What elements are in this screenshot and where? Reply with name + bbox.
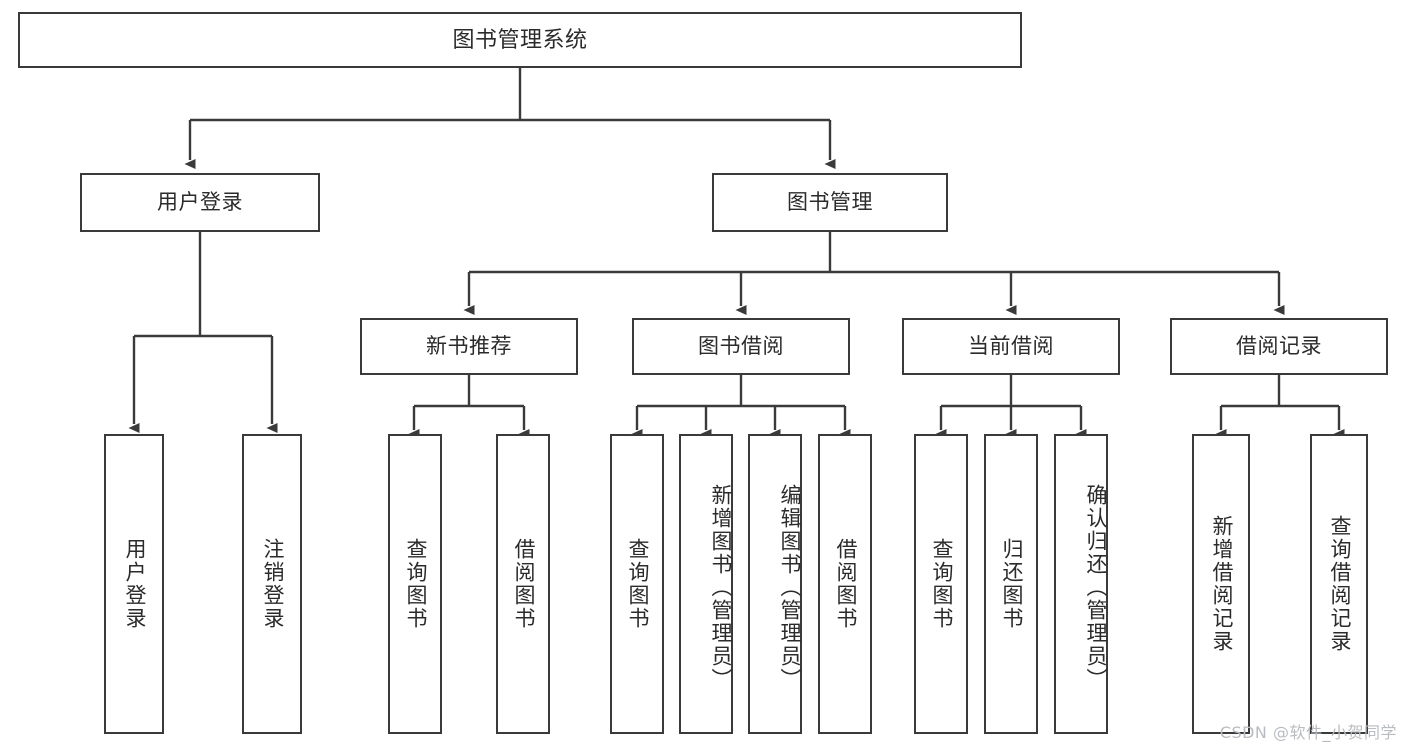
leaf-logout-login[interactable]: 注销登录 (242, 434, 302, 734)
leaf-borrow-book-borrow[interactable]: 借阅图书 (818, 434, 872, 734)
leaf-edit-book-admin[interactable]: 编辑图书（管理员） (748, 434, 802, 734)
leaf-add-borrow-record[interactable]: 新增借阅记录 (1192, 434, 1250, 734)
node-new-book-recommendation[interactable]: 新书推荐 (360, 318, 578, 375)
node-user-login[interactable]: 用户登录 (80, 173, 320, 232)
node-book-manage[interactable]: 图书管理 (712, 173, 948, 232)
leaf-query-borrow-record[interactable]: 查询借阅记录 (1310, 434, 1368, 734)
leaf-return-book[interactable]: 归还图书 (984, 434, 1038, 734)
leaf-query-book-current[interactable]: 查询图书 (914, 434, 968, 734)
leaf-query-book-borrow[interactable]: 查询图书 (610, 434, 664, 734)
node-book-borrow[interactable]: 图书借阅 (632, 318, 850, 375)
leaf-confirm-return-admin[interactable]: 确认归还（管理员） (1054, 434, 1108, 734)
node-root[interactable]: 图书管理系统 (18, 12, 1022, 68)
leaf-query-book-new-rec[interactable]: 查询图书 (388, 434, 442, 734)
leaf-add-book-admin[interactable]: 新增图书（管理员） (679, 434, 733, 734)
leaf-user-login[interactable]: 用户登录 (104, 434, 164, 734)
node-borrow-record[interactable]: 借阅记录 (1170, 318, 1388, 375)
node-current-borrow[interactable]: 当前借阅 (902, 318, 1120, 375)
leaf-borrow-book-new-rec[interactable]: 借阅图书 (496, 434, 550, 734)
